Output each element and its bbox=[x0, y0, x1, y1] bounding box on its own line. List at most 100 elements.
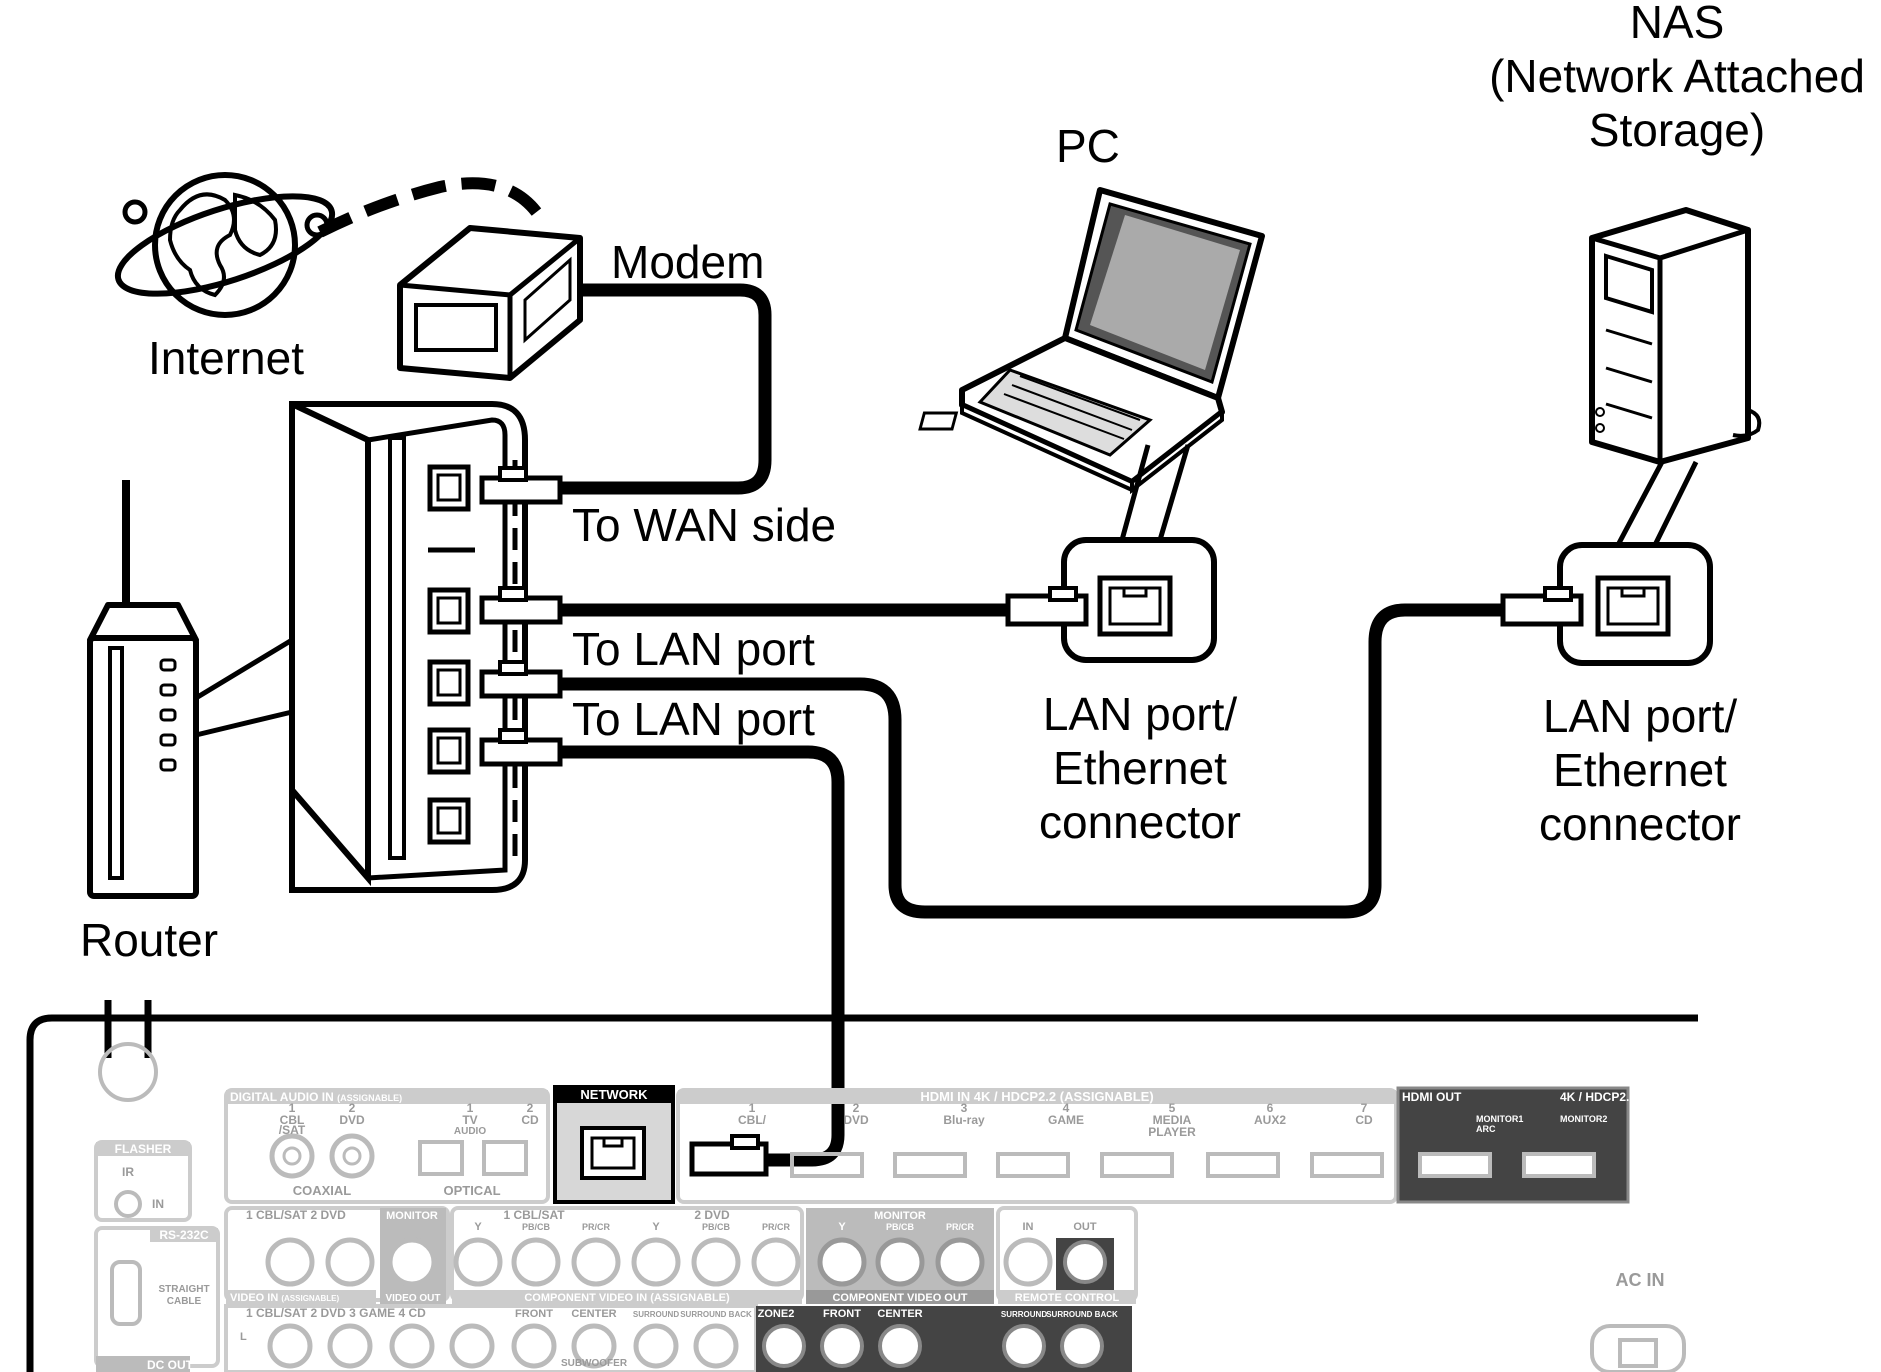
hdmi-in-6-num: 6 bbox=[1267, 1101, 1274, 1115]
arc-label: ARC bbox=[1476, 1124, 1496, 1134]
zone-surround-back-label: SURROUND BACK bbox=[1046, 1310, 1118, 1319]
remote-in-label: IN bbox=[1023, 1221, 1034, 1233]
comp-out-pr-label: PR/CR bbox=[946, 1222, 975, 1232]
nas-port-label-2: Ethernet bbox=[1553, 744, 1727, 796]
internet-modem-dashed-link bbox=[317, 177, 545, 238]
internet-label: Internet bbox=[148, 332, 304, 384]
hdmi-in-5-num: 5 bbox=[1169, 1101, 1176, 1115]
comp-out-monitor-label: MONITOR bbox=[874, 1210, 926, 1222]
hdmi-in-7-num: 7 bbox=[1361, 1101, 1368, 1115]
router-icon bbox=[87, 480, 199, 899]
pc-port-label-1: LAN port/ bbox=[1043, 688, 1238, 740]
modem-label: Modem bbox=[611, 236, 764, 288]
hdmi-in-1-name: CBL/ bbox=[738, 1113, 767, 1127]
remote-out-label: OUT bbox=[1073, 1221, 1097, 1233]
flasher-ir-label: IR bbox=[122, 1165, 134, 1179]
comp-2-label: 2 DVD bbox=[694, 1208, 730, 1222]
hdmi-in-3-name: Blu-ray bbox=[943, 1113, 985, 1127]
nas-label-3: Storage) bbox=[1589, 104, 1765, 156]
router-port-lan3-icon bbox=[427, 727, 471, 775]
optical-num-2: 2 bbox=[527, 1101, 534, 1115]
router-port-lan4-icon bbox=[427, 797, 471, 845]
comp-1-label: 1 CBL/SAT bbox=[503, 1208, 565, 1222]
digital-audio-assignable-label: (ASSIGNABLE) bbox=[337, 1093, 402, 1103]
remote-control-label: REMOTE CONTROL bbox=[1015, 1292, 1120, 1304]
nas-lan-port-callout bbox=[1557, 460, 1713, 666]
to-lan-label-2: To LAN port bbox=[572, 693, 815, 745]
front-label: FRONT bbox=[515, 1308, 553, 1320]
flasher-label: FLASHER bbox=[115, 1142, 172, 1156]
plug-wan-icon bbox=[479, 466, 563, 505]
video-row-label: 1 CBL/SAT 2 DVD bbox=[246, 1208, 346, 1222]
audio-l-label: L bbox=[240, 1331, 247, 1343]
monitor2-label: MONITOR2 bbox=[1560, 1114, 1607, 1124]
to-wan-label: To WAN side bbox=[572, 499, 836, 551]
pc-port-label-3: connector bbox=[1039, 796, 1241, 848]
modem-wan-cable bbox=[560, 283, 772, 495]
internet-globe-icon bbox=[114, 172, 336, 318]
receiver-rear-panel bbox=[26, 1000, 1698, 1372]
optical-label: OPTICAL bbox=[443, 1183, 500, 1198]
coax-num-1: 1 bbox=[289, 1101, 296, 1115]
rs232c-label: RS-232C bbox=[159, 1228, 209, 1242]
hdmi-in-4-num: 4 bbox=[1063, 1101, 1070, 1115]
nas-port-label-1: LAN port/ bbox=[1543, 690, 1738, 742]
pc-port-label-2: Ethernet bbox=[1053, 742, 1227, 794]
optical-num-1: 1 bbox=[467, 1101, 474, 1115]
router-port-lan2-icon bbox=[427, 659, 471, 707]
optical-audio-label: AUDIO bbox=[454, 1126, 486, 1137]
hdmi-in-1-num: 1 bbox=[749, 1101, 756, 1115]
hdmi-in-3-num: 3 bbox=[961, 1101, 968, 1115]
modem-icon bbox=[397, 225, 583, 381]
comp-1-pr-label: PR/CR bbox=[582, 1222, 611, 1232]
ac-in-label: AC IN bbox=[1616, 1270, 1665, 1290]
center-label: CENTER bbox=[571, 1308, 616, 1320]
nas-tower-icon bbox=[1589, 207, 1762, 465]
network-port-label: NETWORK bbox=[580, 1087, 648, 1102]
comp-1-y-label: Y bbox=[474, 1221, 482, 1233]
hdmi-in-5-name-2: PLAYER bbox=[1148, 1125, 1196, 1139]
coax-dvd-label: DVD bbox=[339, 1113, 365, 1127]
cable-label: CABLE bbox=[167, 1296, 202, 1307]
hdmi-in-7-name: CD bbox=[1355, 1113, 1373, 1127]
plug-pc-icon bbox=[1005, 586, 1089, 627]
zone-center-label: CENTER bbox=[877, 1308, 922, 1320]
optical-cd-label: CD bbox=[521, 1113, 539, 1127]
plug-lan-nas-icon bbox=[479, 660, 563, 699]
laptop-pc-icon bbox=[918, 187, 1265, 495]
pc-lan-port-callout bbox=[1061, 444, 1217, 663]
to-lan-label-1: To LAN port bbox=[572, 623, 815, 675]
component-out-label: COMPONENT VIDEO OUT bbox=[832, 1292, 967, 1304]
dc-out-label: DC OUT bbox=[147, 1358, 194, 1372]
component-in-label: COMPONENT VIDEO IN (ASSIGNABLE) bbox=[524, 1292, 730, 1304]
video-in-label: VIDEO IN bbox=[230, 1292, 278, 1304]
hdmi-in-5-name: MEDIA bbox=[1153, 1113, 1192, 1127]
router-port-lan1-icon bbox=[427, 587, 471, 635]
nas-label-2: (Network Attached bbox=[1489, 50, 1865, 102]
coax-cbl-label: CBL bbox=[280, 1113, 305, 1127]
router-port-wan-icon bbox=[427, 464, 471, 512]
comp-2-y-label: Y bbox=[652, 1221, 660, 1233]
hdmi-in-2-name: DVD bbox=[843, 1113, 869, 1127]
router-zoom-callout bbox=[194, 637, 294, 738]
hdmi-in-4-name: GAME bbox=[1048, 1113, 1084, 1127]
straight-label: STRAIGHT bbox=[158, 1284, 209, 1295]
comp-out-pb-label: PB/CB bbox=[886, 1222, 915, 1232]
flasher-in-label: IN bbox=[152, 1197, 164, 1211]
surround-label: SURROUND bbox=[633, 1310, 679, 1319]
svg-text:DIGITAL AUDIO IN (ASSIGNABLE): DIGITAL AUDIO IN (ASSIGNABLE) bbox=[230, 1090, 402, 1104]
hdmi-out-label: HDMI OUT bbox=[1402, 1090, 1462, 1104]
comp-1-pb-label: PB/CB bbox=[522, 1222, 551, 1232]
zone-surround-label: SURROUND bbox=[1001, 1310, 1047, 1319]
monitor1-label: MONITOR1 bbox=[1476, 1114, 1523, 1124]
pc-label: PC bbox=[1056, 120, 1120, 172]
hdmi-in-6-name: AUX2 bbox=[1254, 1113, 1286, 1127]
nas-label-1: NAS bbox=[1630, 0, 1725, 48]
video-monitor-label: MONITOR bbox=[386, 1210, 438, 1222]
video-in-assignable-label: (ASSIGNABLE) bbox=[281, 1294, 339, 1303]
subwoofer-label: SUBWOOFER bbox=[561, 1358, 628, 1369]
comp-2-pr-label: PR/CR bbox=[762, 1222, 791, 1232]
router-nas-cable bbox=[560, 603, 1505, 919]
plug-nas-icon bbox=[1500, 586, 1584, 627]
